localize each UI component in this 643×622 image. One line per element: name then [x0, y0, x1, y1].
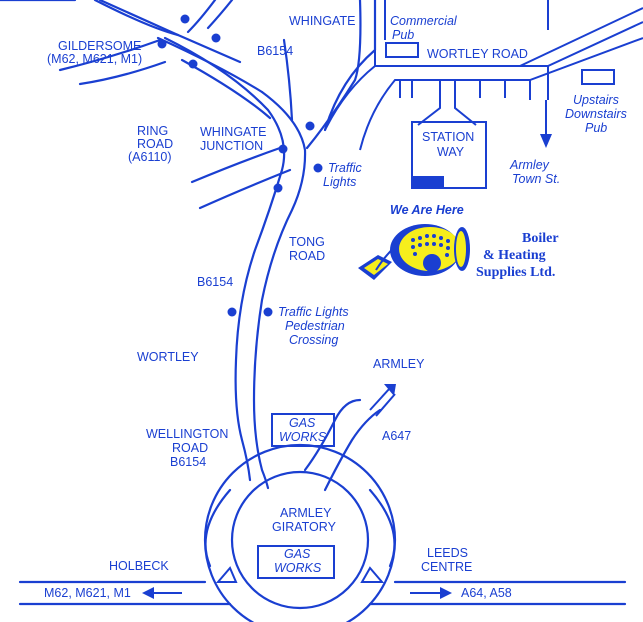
pedestrian-lights-label-2: Pedestrian — [285, 319, 345, 333]
tong-road-label-2: ROAD — [289, 249, 325, 263]
wellington-road-label-3: B6154 — [170, 455, 206, 469]
b6154-mid-label: B6154 — [197, 275, 233, 289]
tong-road-north — [198, 168, 292, 210]
a64-a58-label: A64, A58 — [461, 586, 512, 600]
leeds-road-east — [368, 488, 396, 568]
company-name-2: & Heating — [483, 248, 546, 263]
a647-east — [323, 408, 382, 492]
station-way-label: STATION — [422, 130, 474, 144]
top-road-west — [206, 0, 234, 30]
marker-dot — [188, 59, 198, 69]
armley-arrow-head — [384, 384, 396, 396]
b6154-west-edge — [163, 36, 286, 482]
company-name-1: Boiler — [522, 231, 559, 246]
gildersome-road-upper — [93, 0, 180, 37]
gildersome-road-lower — [156, 36, 264, 94]
pedestrian-lights-label-3: Crossing — [289, 333, 338, 347]
tong-road-label: TONG — [289, 235, 325, 249]
armley-town-label-2: Town St. — [512, 172, 560, 186]
traffic-lights-label-2: Lights — [323, 175, 356, 189]
wortley-road-top-end — [519, 7, 643, 67]
station-way-label-2: WAY — [437, 145, 465, 159]
whingate-junction-label: WHINGATE — [200, 125, 266, 139]
marker-dot — [211, 33, 221, 43]
west-arrow-head — [142, 587, 154, 599]
holbeck-label: HOLBECK — [109, 559, 169, 573]
wortley-label: WORTLEY — [137, 350, 199, 364]
armley-arrow-2 — [375, 393, 396, 417]
wortley-road-bottom — [359, 37, 643, 151]
marker-dot — [273, 183, 283, 193]
tong-road-south — [190, 146, 282, 184]
island-east — [360, 566, 385, 583]
ring-road-sw-upper — [78, 60, 167, 86]
gas-works-bottom-box — [257, 545, 335, 579]
marker-dot — [305, 121, 315, 131]
pedestrian-crossing-dot — [263, 307, 273, 317]
ring-road-number-label: (A6110) — [128, 150, 172, 164]
company-name-3: Supplies Ltd. — [476, 265, 555, 280]
pedestrian-lights-label: Traffic Lights — [278, 305, 349, 319]
armley-giratory-label-2: GIRATORY — [272, 520, 337, 534]
upstairs-pub-label-3: Pub — [585, 121, 607, 135]
upstairs-pub-label-2: Downstairs — [565, 107, 627, 121]
wortley-road-label: WORTLEY ROAD — [427, 47, 528, 61]
armley-town-arrow-head — [540, 134, 552, 148]
armley-label: ARMLEY — [373, 357, 425, 371]
ring-road-label: RING — [137, 124, 168, 138]
gas-works-top-label-2: WORKS — [279, 430, 327, 444]
leeds-centre-label: LEEDS — [427, 546, 468, 560]
motorways-west-label: M62, M621, M1 — [44, 586, 131, 600]
station-way-marker — [412, 176, 444, 188]
whingate-junction-label-2: JUNCTION — [200, 139, 263, 153]
east-arrow-head — [440, 587, 452, 599]
traffic-lights-dot — [313, 163, 323, 173]
whingate-road-west — [282, 38, 294, 122]
upstairs-pub-label: Upstairs — [573, 93, 619, 107]
ring-road-sw-lower — [58, 38, 162, 72]
armley-arrow-1 — [369, 387, 391, 411]
marker-dot — [278, 144, 288, 154]
wellington-road-label-2: ROAD — [172, 441, 208, 455]
commercial-pub-box — [385, 42, 419, 58]
gildersome-label: GILDERSOME — [58, 39, 141, 53]
wellington-road-label: WELLINGTON — [146, 427, 228, 441]
station-way-left — [417, 80, 441, 126]
top-road-east — [186, 0, 217, 34]
a647-label: A647 — [382, 429, 411, 443]
island-west — [215, 566, 238, 583]
marker-dot — [227, 307, 237, 317]
marker-dot — [180, 14, 190, 24]
armley-town-label: Armley — [509, 158, 550, 172]
we-are-here-label: We Are Here — [390, 203, 464, 217]
traffic-lights-label: Traffic — [328, 161, 363, 175]
ring-road-label-2: ROAD — [137, 137, 173, 151]
b6154-east-edge — [252, 90, 307, 490]
gildersome-routes-label: (M62, M621, M1) — [47, 52, 142, 66]
giratory-inner — [230, 470, 370, 610]
station-way-box — [411, 121, 487, 189]
b6154-top-label: B6154 — [257, 44, 293, 58]
station-way-right — [454, 80, 477, 126]
whingate-label: WHINGATE — [289, 14, 355, 28]
whingate-road-east-2 — [305, 0, 362, 150]
company-logo — [358, 224, 470, 280]
commercial-pub-label-2: Pub — [392, 28, 414, 42]
gas-works-bottom-label-2: WORKS — [274, 561, 322, 575]
gas-works-top-label: GAS — [289, 416, 316, 430]
upstairs-pub-box — [581, 69, 615, 85]
holbeck-road-west — [204, 488, 232, 568]
commercial-pub-label: Commercial — [390, 14, 458, 28]
marker-dot — [157, 39, 167, 49]
armley-giratory-label: ARMLEY — [280, 506, 332, 520]
leeds-centre-label-2: CENTRE — [421, 560, 472, 574]
wortley-road-top — [324, 21, 643, 131]
gas-works-bottom-label: GAS — [284, 547, 311, 561]
